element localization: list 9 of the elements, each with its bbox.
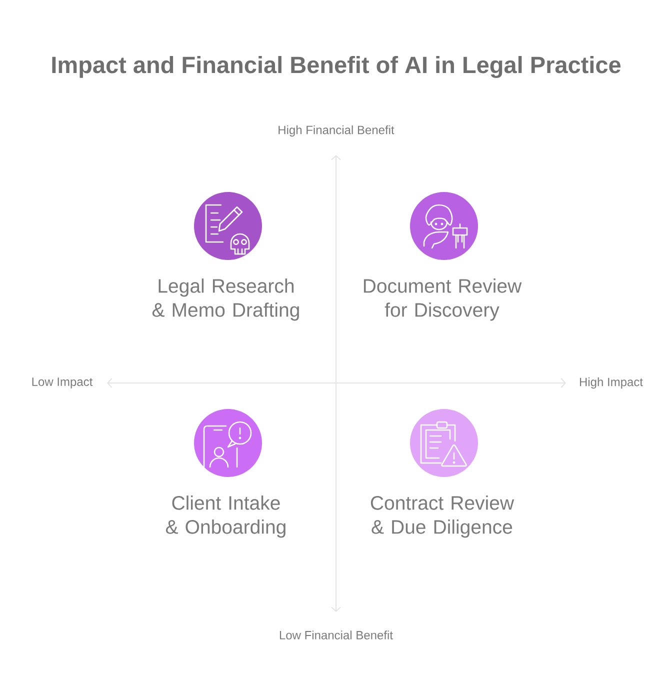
- axis-label: High Financial Benefit: [278, 125, 394, 137]
- axis-label: Low Impact: [32, 378, 93, 388]
- quadrant-label: Contract Review & Due Diligence: [370, 496, 514, 538]
- axis-label: Low Financial Benefit: [280, 630, 393, 640]
- axis-label: High Impact: [580, 377, 643, 389]
- quadrant-label: Legal Research & Memo Drafting: [152, 278, 299, 321]
- quadrant-label: Document Review for Discovery: [364, 278, 522, 321]
- quadrant-label: Client Intake & Onboarding: [166, 496, 286, 538]
- title: Impact and Financial Benefit of AI in Legal Practice: [52, 56, 621, 78]
